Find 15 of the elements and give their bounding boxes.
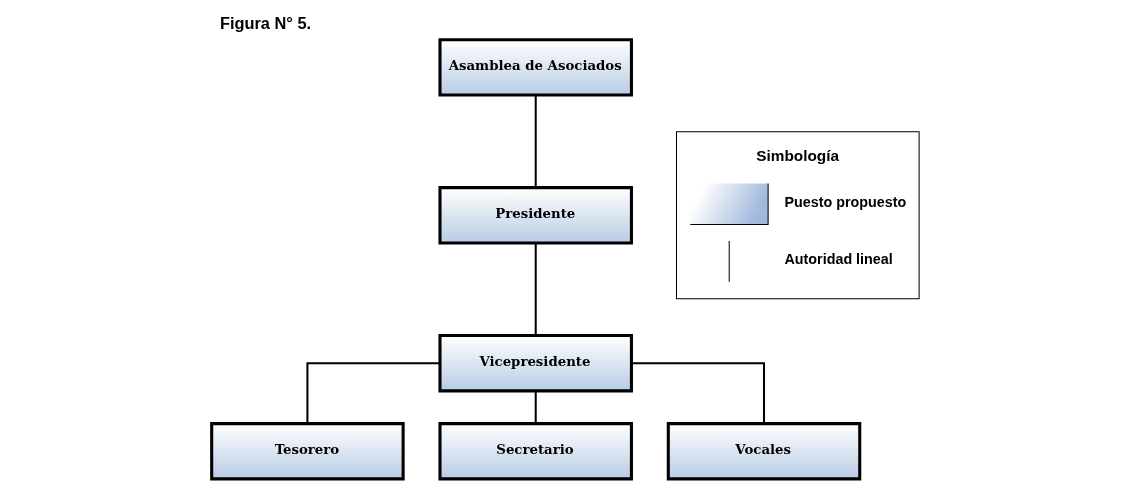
connector <box>534 94 537 188</box>
connector <box>305 361 440 423</box>
node-box: Tesorero <box>209 421 405 480</box>
label: Simbología <box>755 146 839 164</box>
connector <box>631 361 765 423</box>
legend-label: Puesto propuesto <box>783 193 906 210</box>
connector <box>534 242 537 335</box>
node-box: Asamblea de Asociados <box>437 37 633 97</box>
legend-label: Autoridad lineal <box>783 250 893 267</box>
node-box: Secretario <box>437 421 633 480</box>
connector <box>534 390 537 424</box>
node-box: Presidente <box>437 185 633 244</box>
node-box: Vicepresidente <box>437 333 633 392</box>
node-box: Vocales <box>666 421 861 480</box>
diagram-title: Figura N° 5. <box>219 13 311 32</box>
